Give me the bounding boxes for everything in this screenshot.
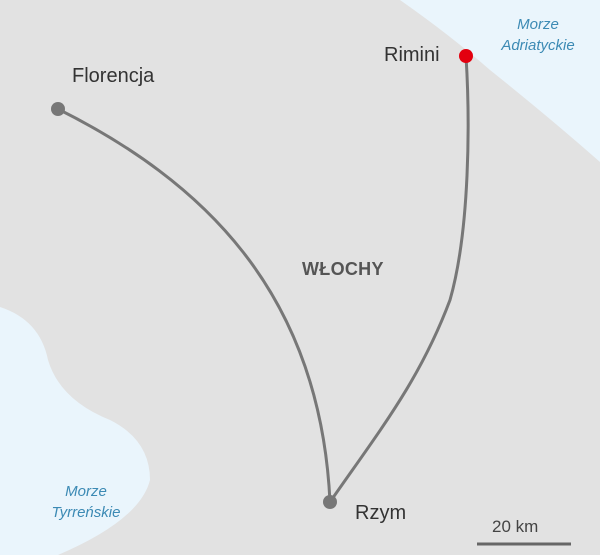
adriatic-sea-line1: Morze [517,16,559,33]
route-rimini-rzym [328,54,470,504]
country-label: WŁOCHY [302,259,384,279]
tyrrhenian-sea-line2: Tyrreńskie [51,504,121,521]
adriatic-sea-label: Morze Adriatyckie [478,14,598,56]
route-florencja-rzym [56,107,332,504]
tyrrhenian-sea-line1: Morze [65,483,107,500]
scale-label: 20 km [492,517,539,536]
florencja-label: Florencja [72,65,155,87]
rzym-label: Rzym [355,502,407,524]
adriatic-sea-line2: Adriatyckie [501,37,575,54]
rzym-marker [323,495,337,509]
rimini-marker [459,49,473,63]
florencja-marker [51,102,65,116]
rimini-label: Rimini [384,44,440,66]
tyrrhenian-sea-label: Morze Tyrreńskie [26,481,146,523]
